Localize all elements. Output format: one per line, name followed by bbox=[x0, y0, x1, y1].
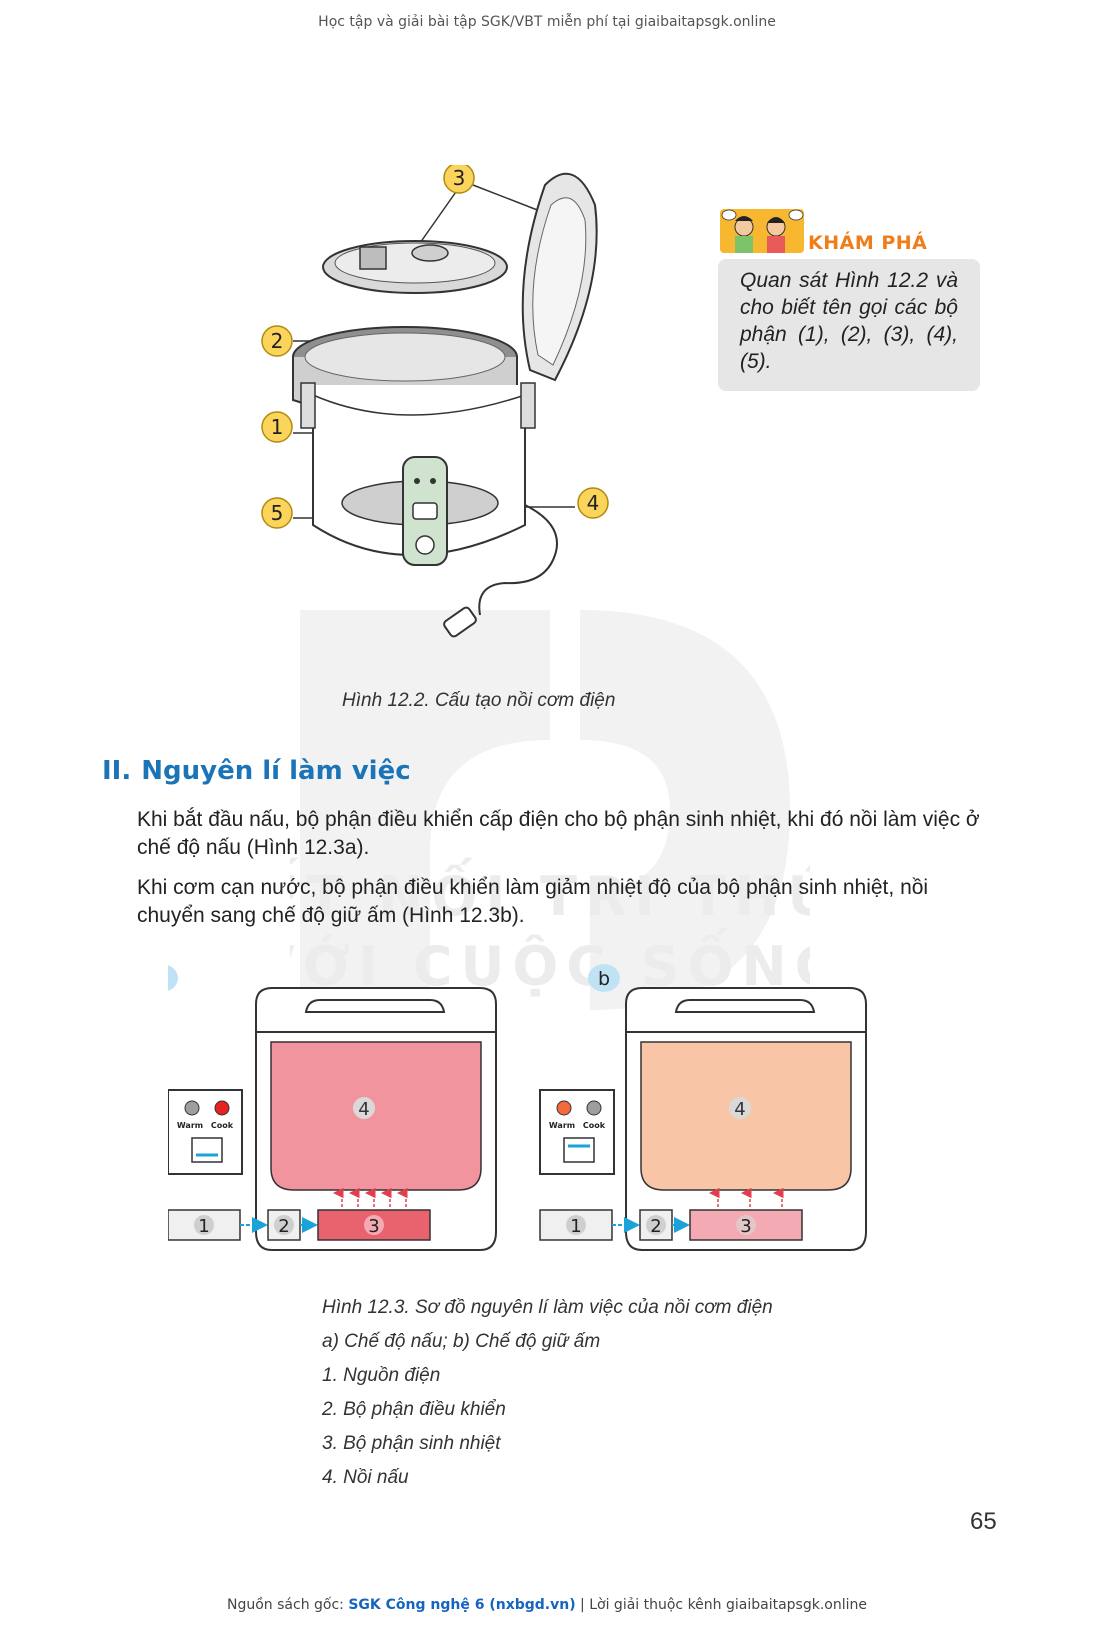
callout-4: 4 bbox=[587, 491, 600, 515]
section-heading: Nguyên lí làm việc bbox=[141, 756, 411, 786]
label-1-b: 1 bbox=[570, 1216, 581, 1237]
kids-discussion-icon bbox=[720, 209, 804, 253]
callout-2: 2 bbox=[271, 329, 284, 353]
cook-label-a: Cook bbox=[211, 1121, 234, 1130]
paragraph-2: Khi cơm cạn nước, bộ phận điều khiển làm… bbox=[137, 876, 929, 927]
panel-b-label: b bbox=[598, 968, 610, 990]
paragraph-1: Khi bắt đầu nấu, bộ phận điều khiển cấp … bbox=[137, 808, 980, 859]
cook-pot bbox=[270, 1041, 482, 1191]
label-1-a: 1 bbox=[198, 1216, 209, 1237]
kham-pha-text: Quan sát Hình 12.2 và cho biết tên gọi c… bbox=[740, 269, 958, 373]
rice-cooker-illustration: 3 2 1 5 4 bbox=[261, 165, 609, 638]
svg-text:KẾT NỐI TRI THỨC: KẾT NỐI TRI THỨC bbox=[290, 858, 810, 928]
label-2-b: 2 bbox=[650, 1216, 661, 1237]
warm-label-b: Warm bbox=[549, 1121, 575, 1130]
page-number: 65 bbox=[970, 1508, 997, 1535]
label-4-b: 4 bbox=[734, 1099, 745, 1120]
figure-12-2-caption: Hình 12.2. Cấu tạo nồi cơm điện bbox=[342, 690, 616, 711]
footer-source-link[interactable]: SGK Công nghệ 6 (nxbgd.vn) bbox=[348, 1597, 576, 1613]
label-3-a: 3 bbox=[368, 1216, 379, 1237]
callout-3: 3 bbox=[453, 166, 466, 190]
warm-label-a: Warm bbox=[177, 1121, 203, 1130]
svg-text:VỚI CUỘC SỐNG: VỚI CUỘC SỐNG bbox=[290, 928, 810, 998]
label-4-a: 4 bbox=[358, 1099, 369, 1120]
callout-5: 5 bbox=[271, 501, 284, 525]
header-note: Học tập và giải bài tập SGK/VBT miễn phí… bbox=[318, 14, 776, 30]
label-2-a: 2 bbox=[278, 1216, 289, 1237]
label-3-b: 3 bbox=[740, 1216, 751, 1237]
kham-pha-box: Quan sát Hình 12.2 và cho biết tên gọi c… bbox=[718, 259, 980, 391]
cook-label-b: Cook bbox=[583, 1121, 606, 1130]
section-number: II. bbox=[102, 756, 132, 786]
figure-12-3-caption: Hình 12.3. Sơ đồ nguyên lí làm việc của … bbox=[322, 1297, 773, 1488]
working-principle-diagram: a 4 Warm Cook 1 2 3 b bbox=[168, 964, 867, 1251]
callout-1: 1 bbox=[271, 415, 284, 439]
footer-note: Nguồn sách gốc: SGK Công nghệ 6 (nxbgd.v… bbox=[227, 1597, 867, 1613]
publisher-watermark: KẾT NỐI TRI THỨC VỚI CUỘC SỐNG bbox=[290, 610, 810, 1010]
kham-pha-title: KHÁM PHÁ bbox=[808, 232, 928, 254]
section-title: II. Nguyên lí làm việc bbox=[102, 756, 411, 786]
